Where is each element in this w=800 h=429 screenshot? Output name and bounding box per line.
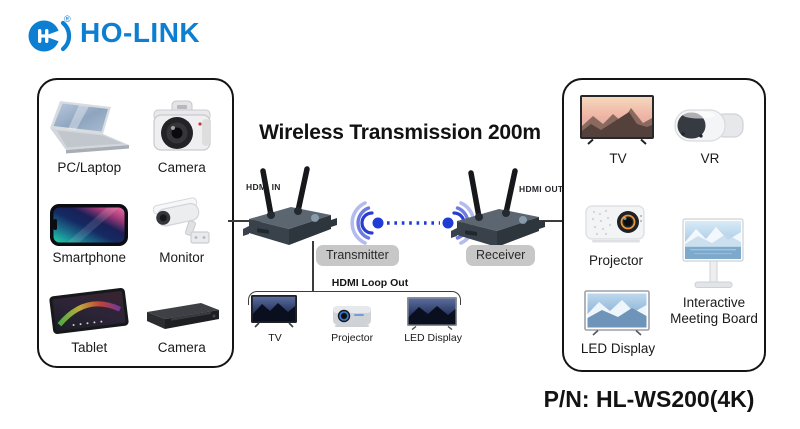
device-label: VR: [700, 151, 720, 166]
loop-item-label: Projector: [331, 332, 374, 344]
device-label: Projector: [588, 253, 644, 268]
tablet-icon: [49, 288, 129, 335]
loop-item-led-display: LED Display: [404, 296, 462, 344]
loop-item-projector: Projector: [331, 296, 373, 344]
brand-name: HO-LINK: [80, 17, 201, 48]
video-recorder-icon: [146, 303, 219, 330]
laptop-icon: [50, 101, 130, 154]
hdmi-loop-out-title: HDMI Loop Out: [331, 277, 409, 289]
meeting-board-icon: [682, 218, 744, 288]
display-item-projector: Projector: [574, 196, 658, 269]
hdmi-loop-out-items: TV Projector: [250, 295, 462, 344]
diagram-title: Wireless Transmission 200m: [259, 121, 541, 144]
mirrorless-camera-icon: [153, 100, 211, 152]
registered-mark: ®: [64, 14, 71, 24]
source-item-monitor: Monitor: [136, 180, 229, 270]
led-night-icon: [407, 297, 458, 330]
display-item-led-display: LED Display: [578, 290, 658, 357]
source-item-camera-recorder: Camera: [136, 270, 229, 360]
device-label: Smartphone: [52, 250, 127, 266]
device-label: Camera: [157, 340, 206, 356]
loop-item-tv: TV: [250, 295, 300, 344]
transmitter-device-icon: [243, 166, 337, 245]
connector-line-loopout: [312, 241, 314, 292]
source-item-pc-laptop: PC/Laptop: [43, 90, 136, 180]
source-item-smartphone: Smartphone: [43, 180, 136, 270]
hdmi-loop-out-bracket: [248, 291, 461, 305]
tv-sunset-icon: [580, 95, 654, 145]
device-label: TV: [609, 151, 627, 166]
mini-projector-icon: [333, 306, 372, 327]
device-label: Interactive Meeting Board: [670, 295, 758, 326]
device-label: PC/Laptop: [57, 160, 122, 176]
ho-link-logo-icon: ®: [28, 14, 72, 52]
transmitter-badge: Transmitter: [316, 245, 399, 266]
part-number: P/N: HL-WS200(4K): [543, 386, 755, 412]
led-display-icon: [584, 290, 650, 336]
source-item-tablet: Tablet: [43, 270, 136, 360]
brand-logo: ® HO-LINK: [26, 13, 200, 55]
projector-icon: [585, 205, 645, 243]
source-devices-panel: PC/Laptop Camera: [37, 78, 234, 368]
receiver-badge: Receiver: [466, 245, 536, 266]
display-item-tv: TV: [576, 94, 660, 167]
device-label: Monitor: [159, 250, 205, 266]
source-item-camera: Camera: [136, 90, 229, 180]
cctv-camera-icon: [152, 197, 210, 245]
loop-item-label: LED Display: [404, 332, 462, 344]
display-devices-panel: TV VR: [562, 78, 766, 372]
display-item-meeting-board: Interactive Meeting Board: [664, 218, 764, 326]
display-item-vr: VR: [668, 106, 752, 167]
vr-headset-icon: [674, 109, 744, 142]
device-label: Tablet: [71, 340, 108, 356]
tv-night-icon: [251, 295, 297, 328]
loop-item-label: TV: [268, 332, 282, 344]
hdmi-out-label: HDMI OUT: [519, 184, 564, 194]
receiver-device-icon: [451, 168, 545, 247]
smartphone-icon: [50, 204, 129, 247]
device-label: LED Display: [580, 341, 656, 356]
device-label: Camera: [157, 160, 206, 176]
